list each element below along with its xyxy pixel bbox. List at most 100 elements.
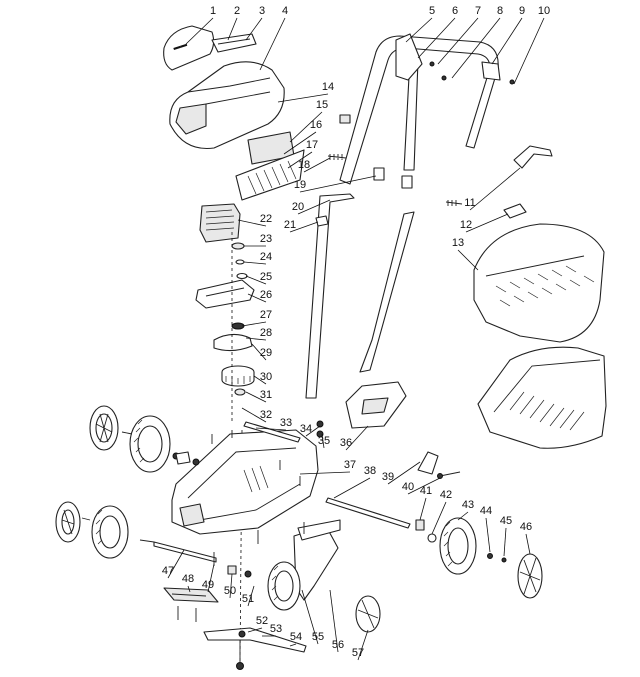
- upper-handle-part: [339, 33, 499, 185]
- callout-leader-43: [457, 511, 469, 521]
- clip-part-19: [373, 167, 413, 189]
- callout-label-30: 30: [260, 371, 272, 383]
- motor-bracket-part: [195, 279, 255, 309]
- callout-label-6: 6: [452, 5, 458, 17]
- callout-label-35: 35: [318, 435, 330, 447]
- callout-label-38: 38: [364, 465, 376, 477]
- small-part-21: [315, 215, 329, 227]
- callout-label-11: 11: [464, 197, 475, 209]
- callout-label-57: 57: [352, 647, 364, 659]
- callout-leader-49: [207, 563, 215, 593]
- callout-label-9: 9: [519, 5, 525, 17]
- callout-label-49: 49: [202, 579, 214, 591]
- callout-leader-55: [301, 589, 319, 645]
- callout-label-41: 41: [420, 485, 432, 497]
- callout-leader-33: [255, 427, 287, 431]
- callout-label-14: 14: [322, 81, 334, 93]
- cover-clip-part: [211, 33, 257, 53]
- belt-part: [213, 333, 253, 352]
- callout-label-55: 55: [312, 631, 324, 643]
- callout-label-39: 39: [382, 471, 394, 483]
- front-axle-part: [243, 421, 301, 443]
- callout-label-52: 52: [256, 615, 268, 627]
- svg-text:▬▬: ▬▬: [172, 41, 187, 52]
- deck-bolts-lower: [177, 522, 305, 622]
- rear-wheel-tyre-part: [129, 415, 171, 473]
- lower-handle-left-part: [305, 193, 355, 399]
- callout-leader-38: [333, 477, 371, 499]
- height-lever-part: [163, 587, 219, 603]
- pulley-part: [221, 365, 255, 387]
- callout-label-1: 1: [210, 5, 216, 17]
- grass-box-lid-part: [473, 223, 605, 343]
- callout-leader-37: [299, 471, 351, 475]
- callout-leader-15: [289, 111, 323, 143]
- callout-leader-25: [245, 275, 267, 285]
- callout-leader-5: [405, 17, 433, 43]
- small-block-part: [339, 114, 351, 124]
- callout-label-2: 2: [234, 5, 240, 17]
- callout-leader-34: [305, 425, 321, 437]
- callout-leader-57: [357, 629, 369, 661]
- callout-leader-36: [345, 425, 369, 451]
- callout-label-21: 21: [284, 219, 296, 231]
- deck-part: [171, 429, 319, 535]
- hub-screws-44-45: [487, 553, 507, 563]
- callout-leader-45: [503, 527, 507, 557]
- callout-leader-44: [485, 517, 491, 553]
- callout-leader-11: [469, 167, 521, 211]
- callout-leader-27: [241, 321, 267, 327]
- callout-leader-22: [237, 219, 267, 227]
- callout-leader-29: [251, 343, 267, 361]
- callout-label-8: 8: [497, 5, 503, 17]
- callout-label-22: 22: [260, 213, 272, 225]
- filter-mesh-part: [235, 149, 305, 201]
- callout-leader-13: [457, 249, 479, 271]
- callout-leader-9: [491, 17, 523, 65]
- callout-label-5: 5: [429, 5, 435, 17]
- callout-leader-4: [259, 17, 286, 71]
- callout-leader-3: [245, 17, 263, 41]
- callout-label-4: 4: [282, 5, 288, 17]
- callout-label-56: 56: [332, 639, 344, 651]
- callout-label-20: 20: [292, 201, 304, 213]
- callout-leader-28: [245, 337, 267, 341]
- small-parts-50: [227, 565, 252, 578]
- callout-label-54: 54: [290, 631, 302, 643]
- front-axle-right-part: [325, 497, 411, 529]
- callout-label-37: 37: [344, 459, 356, 471]
- callout-label-27: 27: [260, 309, 272, 321]
- callout-leader-20: [297, 199, 331, 215]
- callout-leader-24: [243, 261, 267, 265]
- callout-leader-16: [283, 131, 317, 155]
- rear-wheel-right-part: [267, 561, 301, 611]
- callout-label-19: 19: [294, 179, 306, 191]
- callout-leader-31: [245, 391, 267, 403]
- hub-cap-lower-part: [355, 595, 381, 633]
- bolt-part-40: [437, 471, 461, 479]
- bracket-part-11: [513, 145, 553, 169]
- callout-leader-35: [321, 433, 325, 449]
- callout-label-26: 26: [260, 289, 272, 301]
- callout-label-25: 25: [260, 271, 272, 283]
- axle-bolts-left: [81, 431, 191, 543]
- callout-label-10: 10: [538, 5, 550, 17]
- callout-leader-50: [229, 573, 233, 599]
- callout-label-43: 43: [462, 499, 474, 511]
- callout-leader-40: [407, 477, 441, 495]
- callout-leader-21: [289, 221, 319, 233]
- callout-leader-42: [431, 501, 447, 535]
- rear-axle-part: [153, 541, 217, 563]
- callout-label-23: 23: [260, 233, 272, 245]
- rear-wheel-left-part: [89, 405, 119, 451]
- callout-leader-19: [299, 175, 377, 193]
- callout-label-16: 16: [310, 119, 322, 131]
- callout-label-48: 48: [182, 573, 194, 585]
- callout-label-50: 50: [224, 585, 236, 597]
- callout-label-44: 44: [480, 505, 492, 517]
- callout-label-32: 32: [260, 409, 272, 421]
- callout-leader-12: [465, 213, 509, 233]
- callout-leader-48: [187, 585, 191, 593]
- callout-label-29: 29: [260, 347, 272, 359]
